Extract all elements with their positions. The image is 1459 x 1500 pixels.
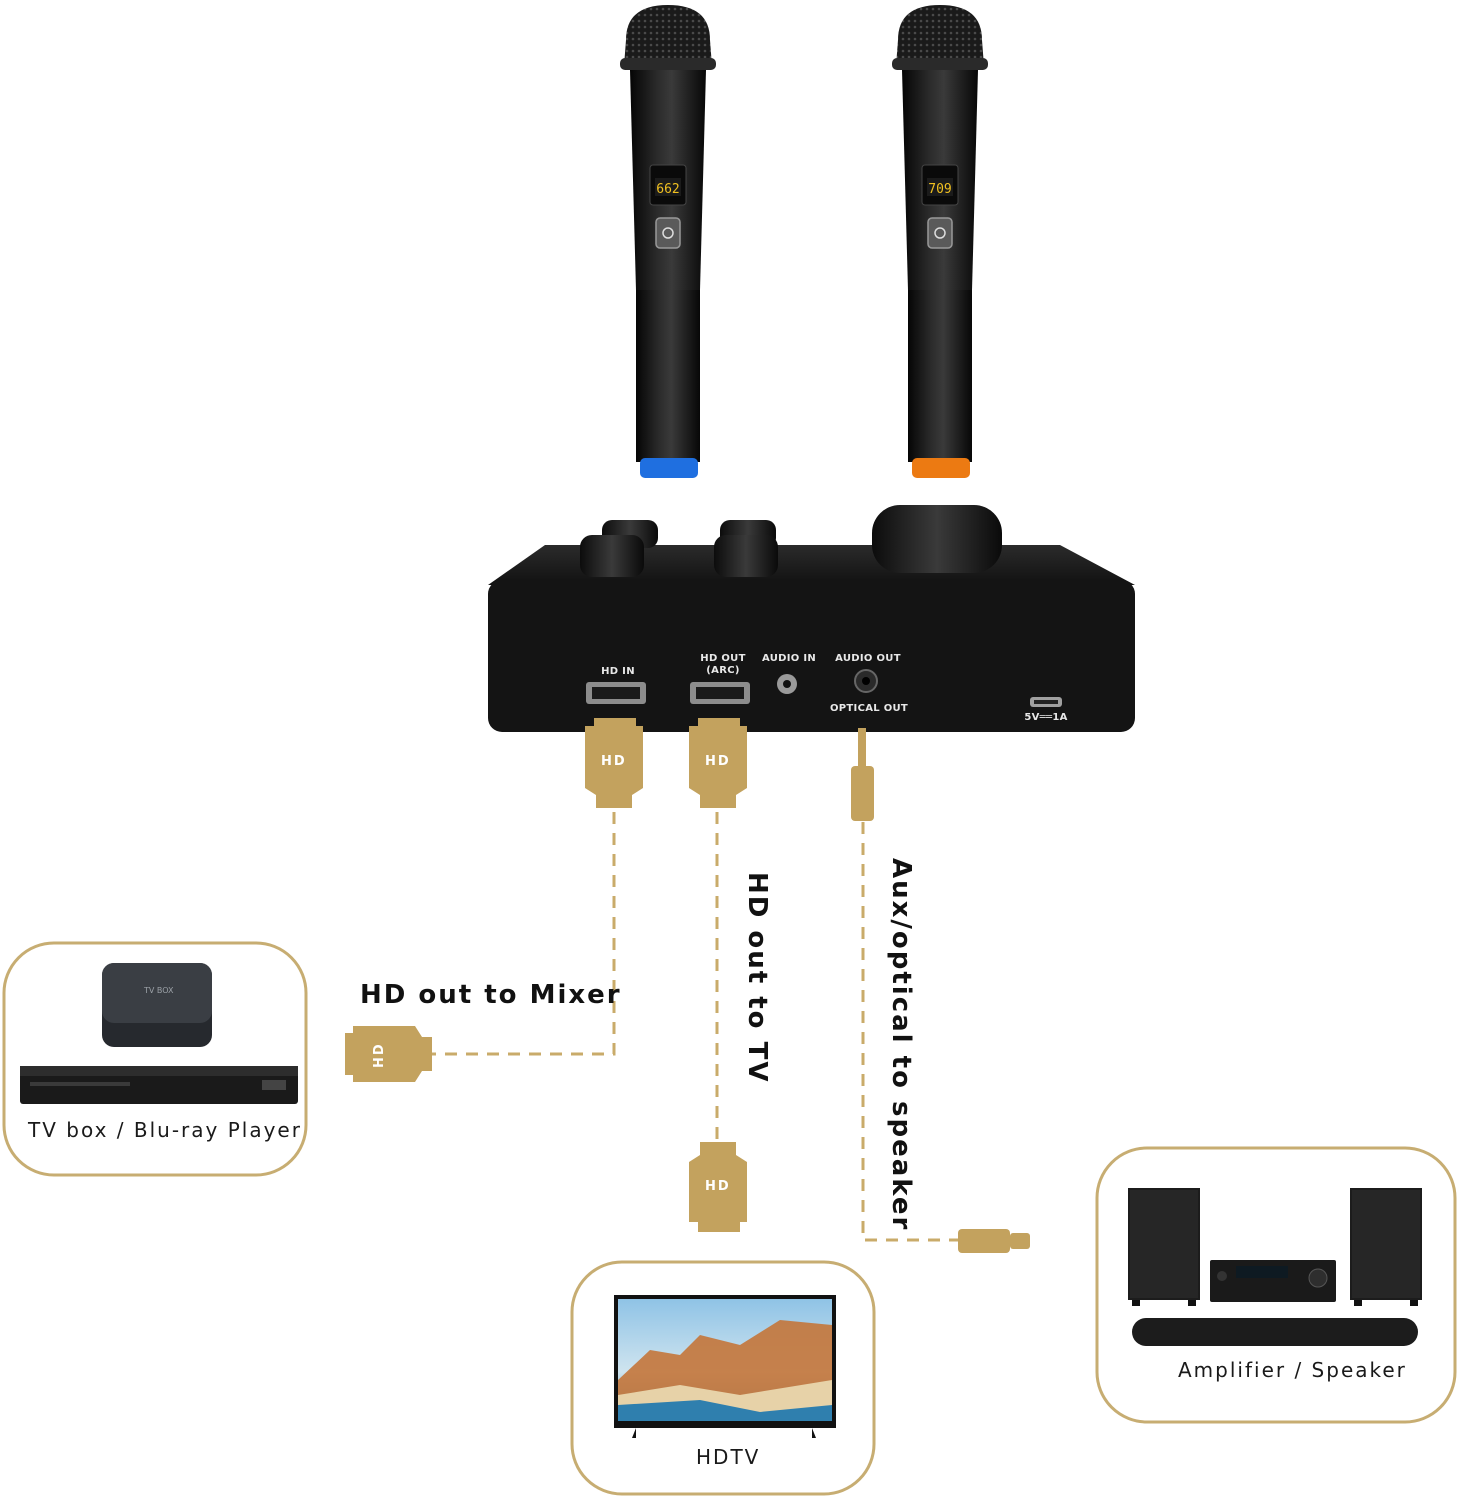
port-label-hd-out-arc: (ARC) [706,665,740,676]
label-amp-speaker: Amplifier / Speaker [1178,1358,1407,1382]
plug-text-hd-tv: HD [705,1179,731,1194]
bluray-player-icon [20,1066,298,1104]
label-aux-optical: Aux/optical to speaker [886,858,916,1232]
plug-text-hd-in: HD [601,754,627,769]
port-label-audio-out: AUDIO OUT [835,653,901,664]
hd-plug-icon [689,1142,747,1232]
hd-plug-icon [345,1026,432,1082]
label-hd-out-tv: HD out to TV [742,872,772,1084]
speaker-right-icon [1350,1188,1422,1306]
plug-text-hd-out: HD [705,754,731,769]
port-label-power: 5V══1A [1024,712,1068,723]
television-icon [614,1295,836,1438]
port-label-hd-out: HD OUT [700,653,746,664]
svg-text:709: 709 [928,182,951,197]
label-hdtv: HDTV [696,1445,761,1469]
label-hd-out-mixer: HD out to Mixer [360,980,622,1010]
svg-text:662: 662 [656,182,679,197]
karaoke-mixer-icon [488,505,1135,732]
speaker-left-icon [1128,1188,1200,1306]
cable-hd-in [432,812,616,1056]
tvbox-player-frame [2,941,308,1177]
port-label-audio-in: AUDIO IN [762,653,817,664]
port-label-optical-out: OPTICAL OUT [830,703,909,714]
soundbar-icon [1132,1318,1418,1346]
hd-plug-icon [585,718,643,808]
tv-box-logo: TV BOX [144,986,174,995]
microphone-right-icon: 709 [892,5,988,478]
port-label-hd-in: HD IN [601,666,635,677]
hd-plug-icon [689,718,747,808]
plug-text-hd-mixer: HD [372,1042,387,1068]
av-receiver-icon [1210,1260,1336,1302]
microphone-left-icon: 662 [620,5,716,478]
aux-plug-icon [851,728,874,821]
cable-lines [432,812,958,1242]
aux-plug-icon [958,1229,1030,1253]
label-tvbox-player: TV box / Blu-ray Player [28,1118,302,1142]
tv-box-icon [102,963,212,1047]
